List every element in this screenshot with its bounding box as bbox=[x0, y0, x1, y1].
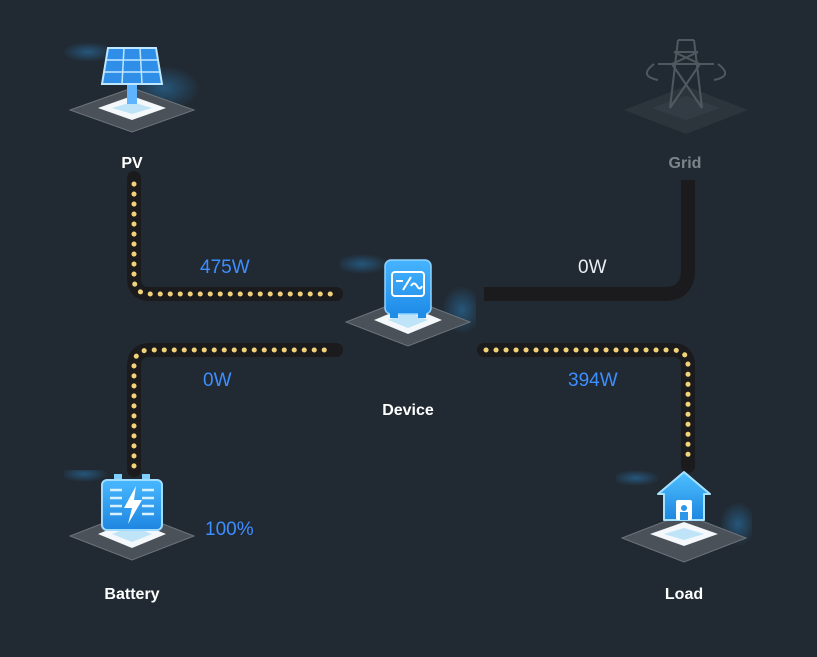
flow-dots-pv bbox=[131, 181, 337, 297]
pv-power-value: 475W bbox=[200, 257, 250, 278]
transmission-tower-icon bbox=[646, 39, 726, 109]
grid-node[interactable] bbox=[618, 34, 754, 138]
pv-label: PV bbox=[121, 155, 143, 172]
solar-panel-icon bbox=[100, 47, 164, 85]
battery-charging-icon bbox=[101, 474, 163, 531]
grid-power-value: 0W bbox=[578, 257, 607, 278]
battery-soc-value: 100% bbox=[205, 519, 254, 540]
load-label: Load bbox=[664, 586, 704, 603]
load-power-value: 394W bbox=[568, 370, 618, 391]
load-node[interactable] bbox=[612, 470, 756, 570]
device-node[interactable] bbox=[336, 250, 482, 354]
device-label: Device bbox=[382, 402, 434, 419]
flow-line-grid bbox=[484, 180, 695, 301]
flow-line-load bbox=[477, 343, 695, 473]
solar-panel-stand bbox=[127, 76, 137, 104]
grid-label: Grid bbox=[668, 155, 702, 172]
battery-node[interactable] bbox=[60, 466, 200, 570]
battery-label: Battery bbox=[104, 586, 160, 603]
flow-dots-battery bbox=[131, 347, 337, 469]
flow-line-battery bbox=[127, 343, 343, 477]
inverter-icon bbox=[384, 259, 432, 318]
pv-node[interactable] bbox=[62, 38, 200, 138]
house-icon bbox=[657, 471, 711, 521]
battery-power-value: 0W bbox=[203, 370, 232, 391]
flow-dots-load bbox=[483, 347, 691, 467]
